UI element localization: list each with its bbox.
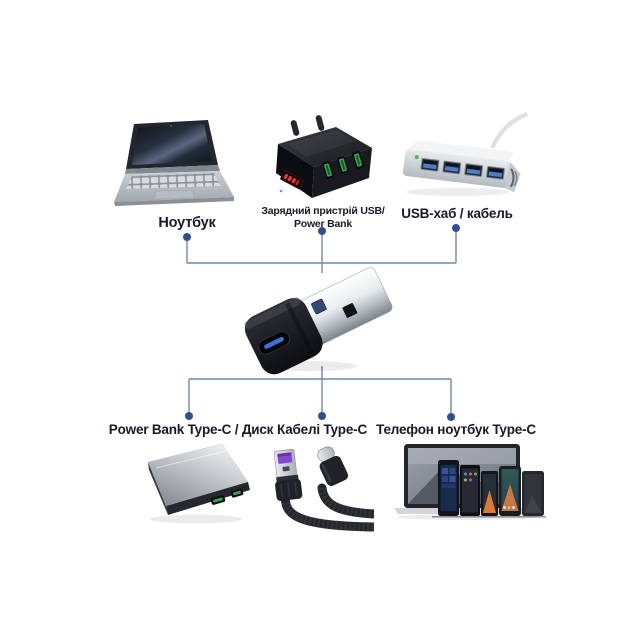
label-charger-line1: Зарядний пристрій USB/ xyxy=(261,205,385,217)
devices-image xyxy=(388,438,548,522)
hub-usb-ports xyxy=(420,157,505,180)
phone xyxy=(481,471,498,516)
phone xyxy=(522,471,544,516)
laptop-front-edge xyxy=(114,197,234,206)
plug-pin xyxy=(315,115,325,131)
laptop-screen xyxy=(132,124,212,165)
indicator-dot xyxy=(279,189,283,193)
label-cables: Кабелі Type-C xyxy=(277,422,367,437)
laptop-image xyxy=(112,118,242,214)
cable-wires xyxy=(280,483,374,532)
usb-adapter-image xyxy=(234,256,404,380)
hub-led xyxy=(414,155,419,160)
connector-dot xyxy=(318,227,326,235)
laptop-touchpad xyxy=(153,189,196,200)
power-bank-image xyxy=(132,438,260,526)
phone xyxy=(460,465,480,516)
smartphones xyxy=(438,460,544,516)
phone xyxy=(499,466,521,516)
connector-dot xyxy=(447,413,455,421)
usb-c-connector xyxy=(317,446,349,486)
label-devices: Телефон ноутбук Type-C xyxy=(376,422,536,437)
hub-cable xyxy=(489,111,528,149)
plug-hole xyxy=(311,298,327,315)
cables-image xyxy=(260,438,374,532)
led-display xyxy=(280,170,305,190)
charger-front-face xyxy=(276,144,314,198)
laptop-keyboard xyxy=(126,173,221,189)
phone xyxy=(438,460,459,516)
webcam-dot xyxy=(169,124,173,128)
type-c-tongue xyxy=(264,336,285,349)
usb-a-connector xyxy=(273,448,303,501)
label-usb-hub: USB-хаб / кабель xyxy=(401,206,513,221)
charger-usb-ports xyxy=(322,151,364,179)
plug-pin xyxy=(290,120,300,136)
powerbank-front-edge xyxy=(166,482,250,515)
hub-top-face xyxy=(407,140,515,163)
connector-dot xyxy=(318,412,326,420)
usb-charger-image xyxy=(268,114,383,206)
charger-top-face xyxy=(278,127,372,167)
connector-dot xyxy=(183,233,191,241)
label-charger-line2: Power Bank xyxy=(293,218,353,230)
label-power-bank: Power Bank Type-C / Диск xyxy=(108,422,274,437)
label-charger: Зарядний пристрій USB/ Power Bank xyxy=(261,205,384,231)
label-laptop: Ноутбук xyxy=(158,215,216,231)
connector-dot xyxy=(185,412,193,420)
powerbank-left-edge xyxy=(148,462,168,515)
plug-hole xyxy=(342,303,358,318)
powerbank-ports xyxy=(210,488,244,505)
usb-hub-image xyxy=(396,106,528,203)
connector-dot xyxy=(452,224,460,232)
